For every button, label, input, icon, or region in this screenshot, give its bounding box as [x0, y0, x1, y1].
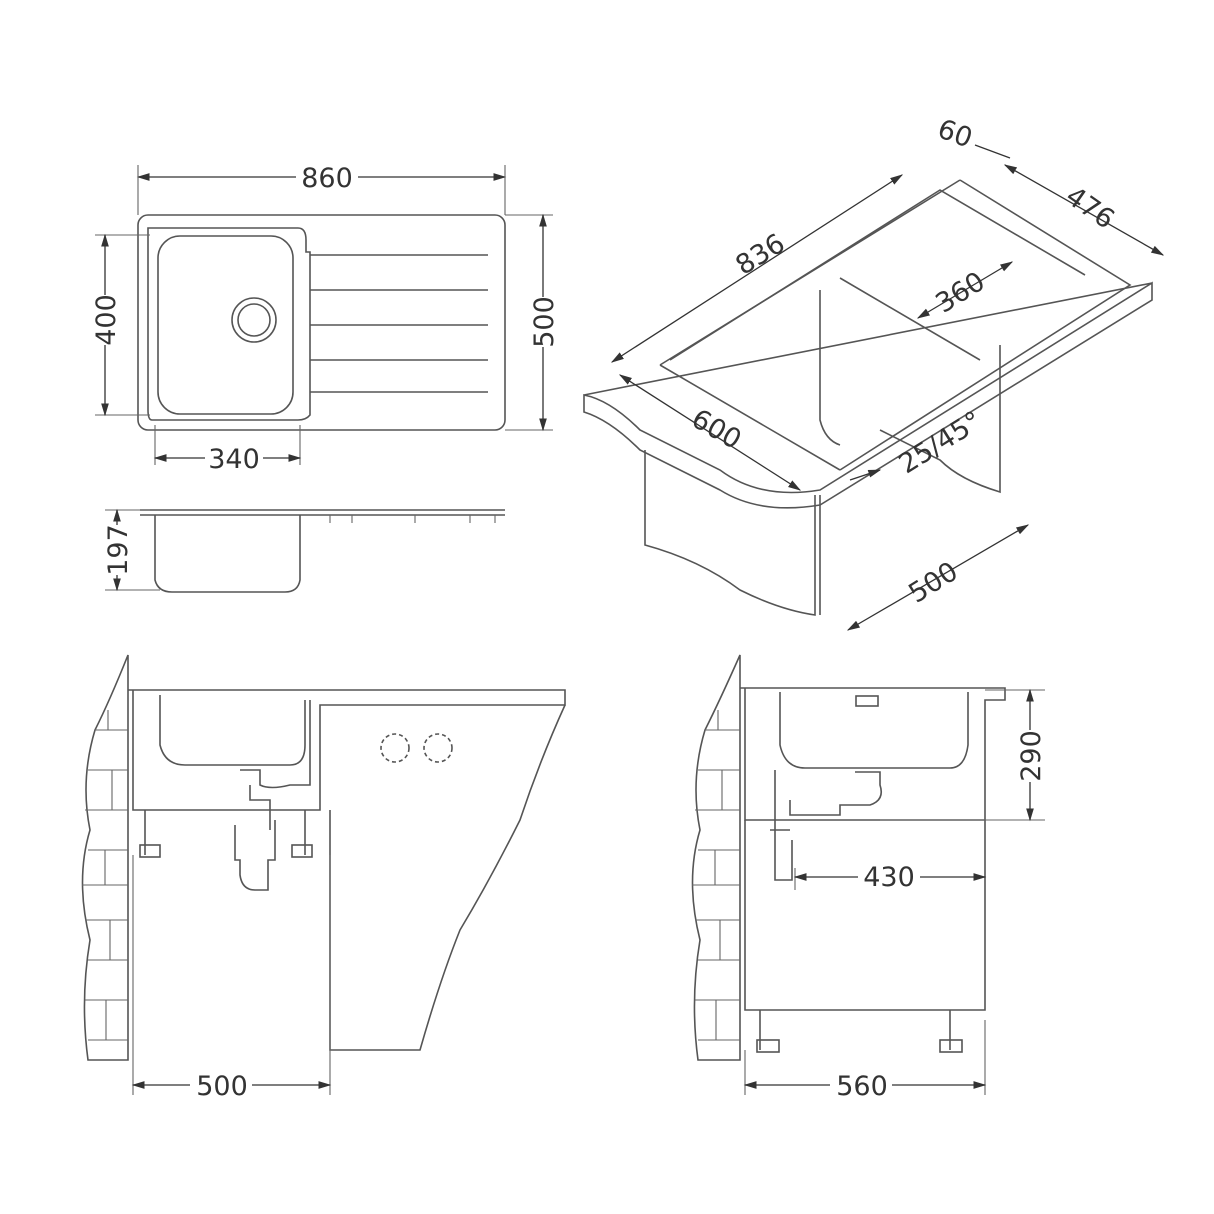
cabinet-leg	[939, 1039, 963, 1053]
dim-width-label: 860	[301, 163, 353, 194]
wall	[691, 654, 741, 1061]
drain-icon	[231, 297, 277, 343]
dim-inner-depth-label: 476	[1060, 181, 1120, 236]
hole-icon	[380, 733, 410, 763]
dim-depth-label: 500	[529, 296, 560, 348]
cabinet-leg	[139, 844, 161, 858]
dim-cabinet-depth-label: 560	[836, 1071, 888, 1102]
dim-bowl-height-label: 400	[91, 294, 122, 346]
cabinet-leg	[291, 844, 313, 858]
wall	[81, 654, 129, 1061]
bowl	[157, 235, 294, 415]
bowl-rim	[147, 227, 311, 421]
dim-drain-offset-label: 430	[863, 862, 915, 893]
dim-height-label: 197	[103, 524, 134, 576]
dim-bowl-depth-label: 290	[1016, 730, 1047, 782]
dim-bowl-width-label: 340	[208, 444, 260, 475]
front-cabinet-view: 500	[81, 654, 566, 1102]
dim-back-margin-label: 60	[933, 114, 976, 155]
iso-view: 836 60 476 360 600 25/45° 500	[583, 114, 1165, 631]
drainer-grooves	[310, 254, 488, 393]
sink-outline	[137, 214, 506, 431]
dim-drainer-width-label: 360	[930, 266, 990, 320]
dim-counter-depth-label: 600	[686, 403, 746, 456]
hole-icon	[423, 733, 453, 763]
dim-cabinet-width-label: 500	[903, 556, 963, 610]
side-cabinet-view: 290 430 560	[691, 654, 1047, 1102]
cabinet-leg	[756, 1039, 780, 1053]
top-view: 860 400 500 340	[91, 163, 560, 475]
dim-overall-length-label: 836	[730, 228, 790, 282]
overflow-icon	[855, 695, 879, 707]
dim-front-cabinet-width-label: 500	[196, 1071, 248, 1102]
dim-edge-radius-label: 25/45°	[894, 405, 988, 480]
side-view: 197	[103, 508, 505, 593]
